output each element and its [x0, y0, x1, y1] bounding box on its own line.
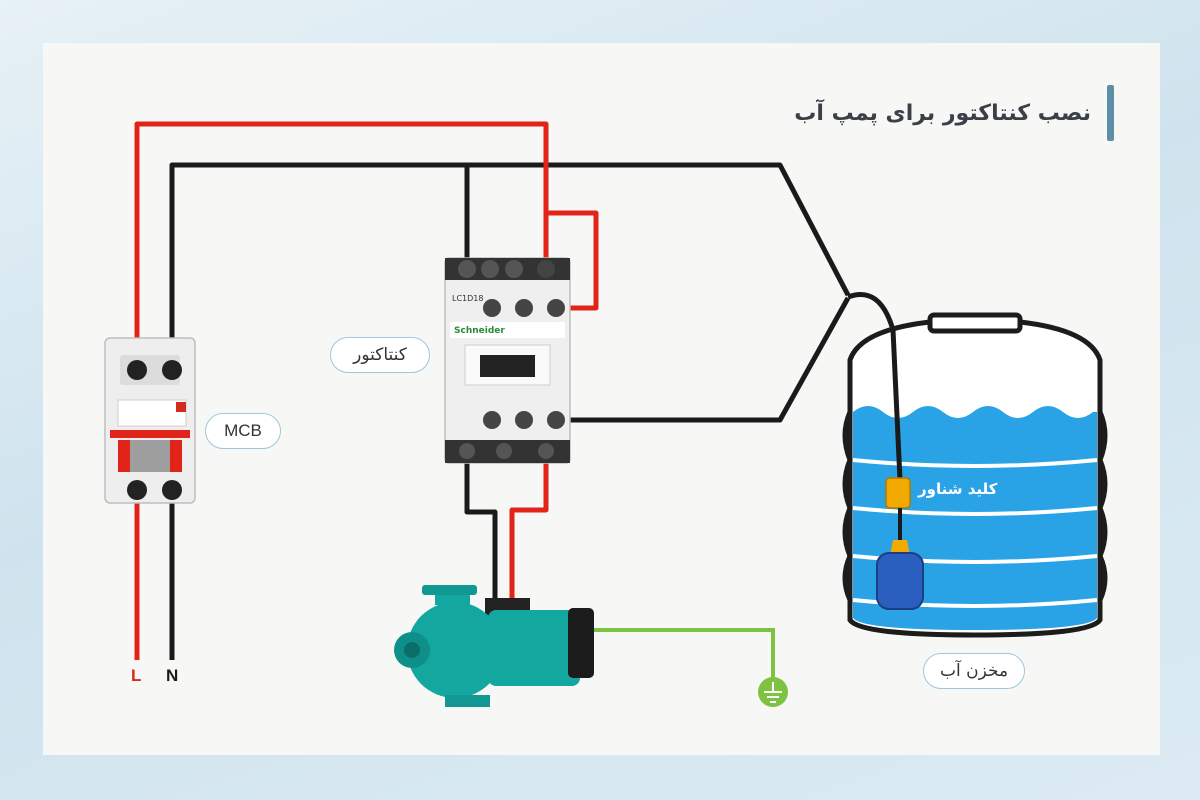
earth-wire — [580, 628, 775, 685]
title-block: نصب کنتاکتور برای پمپ آب — [794, 85, 1114, 141]
neutral-wire — [169, 162, 903, 660]
water-tank-label: مخزن آب — [923, 653, 1025, 689]
mcb-breaker — [104, 337, 196, 504]
phase-wire — [134, 121, 599, 660]
contactor-brand-text: Schneider — [454, 326, 505, 336]
contactor-device: LC1D18 Schneider — [444, 257, 571, 464]
mcb-label: MCB — [205, 413, 281, 449]
line-label: L — [131, 666, 142, 685]
ground-symbol-icon — [758, 677, 788, 707]
float-switch — [876, 477, 924, 610]
water-pump — [394, 585, 594, 707]
contactor-label: کنتاکتور — [330, 337, 430, 373]
contactor-model-text: LC1D18 — [452, 294, 483, 303]
title-accent-bar — [1107, 85, 1114, 141]
page-title: نصب کنتاکتور برای پمپ آب — [794, 100, 1091, 126]
float-switch-label: کلید شناور — [918, 480, 998, 498]
neutral-label: N — [166, 666, 179, 685]
